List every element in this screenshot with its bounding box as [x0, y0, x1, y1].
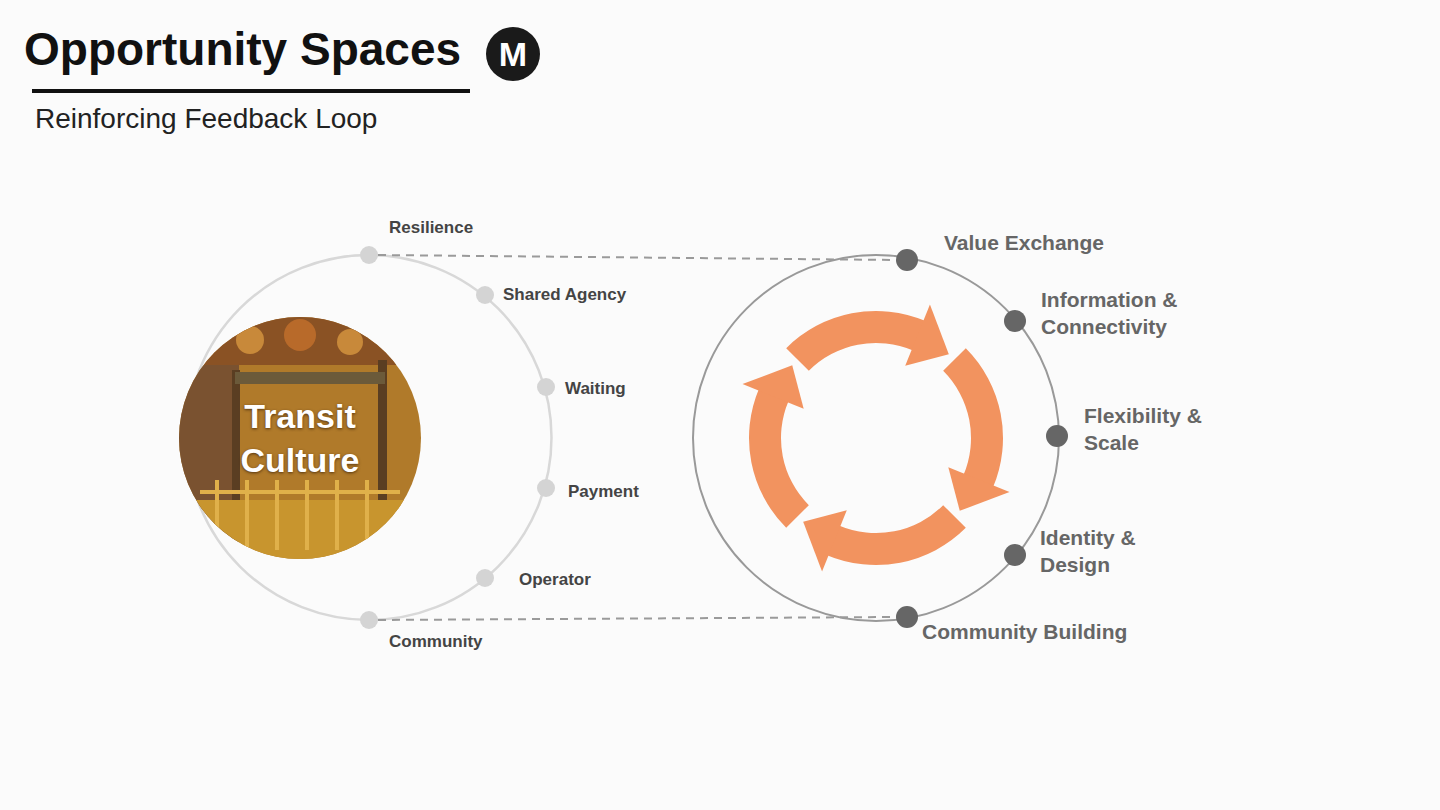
- title: Opportunity Spaces: [24, 24, 461, 75]
- node-label: Payment: [568, 481, 639, 503]
- node-label: Operator: [519, 569, 591, 591]
- cycle-arrow-body: [786, 311, 925, 371]
- cycle-arrows: [742, 304, 1009, 571]
- cycle-arrow-body: [826, 505, 965, 565]
- transit-photo: [179, 317, 421, 559]
- ring-dot: Community Building: [896, 606, 918, 628]
- cycle-arrow-head: [948, 467, 1009, 511]
- ring-dot: Community: [360, 611, 378, 629]
- node-label: Information & Connectivity: [1041, 286, 1201, 341]
- dashed-connector: [378, 255, 896, 260]
- node-label: Identity & Design: [1040, 524, 1180, 579]
- dashed-connector: [378, 617, 896, 620]
- ring-dot: Waiting: [537, 378, 555, 396]
- ring-dot: Identity & Design: [1004, 544, 1026, 566]
- title-underline: [32, 89, 470, 93]
- ring-dot: Information & Connectivity: [1004, 310, 1026, 332]
- node-label: Waiting: [565, 378, 626, 400]
- node-label: Shared Agency: [503, 284, 626, 306]
- right-ring: [693, 255, 1059, 621]
- cycle-arrow-head: [905, 304, 949, 365]
- ring-dot: Operator: [476, 569, 494, 587]
- node-label: Community: [389, 631, 483, 653]
- ring-dot: Resilience: [360, 246, 378, 264]
- ring-dot: Flexibility & Scale: [1046, 425, 1068, 447]
- ring-dot: Shared Agency: [476, 286, 494, 304]
- node-label: Value Exchange: [944, 229, 1104, 256]
- ring-dot: Payment: [537, 479, 555, 497]
- node-label: Community Building: [922, 618, 1127, 645]
- logo-circle: [486, 27, 540, 81]
- cycle-arrow-body: [749, 388, 809, 527]
- cycle-arrow-head: [742, 365, 803, 409]
- node-label: Flexibility & Scale: [1084, 402, 1224, 457]
- cycle-arrow-head: [803, 510, 847, 571]
- photo-circle: Transit Culture: [179, 317, 421, 559]
- ring-dot: Value Exchange: [896, 249, 918, 271]
- node-title: Transit Culture: [199, 394, 401, 482]
- cycle-arrow-body: [943, 348, 1003, 487]
- node-label: Resilience: [389, 217, 473, 239]
- subtitle: Reinforcing Feedback Loop: [35, 102, 377, 136]
- logo-letter: M: [486, 34, 540, 75]
